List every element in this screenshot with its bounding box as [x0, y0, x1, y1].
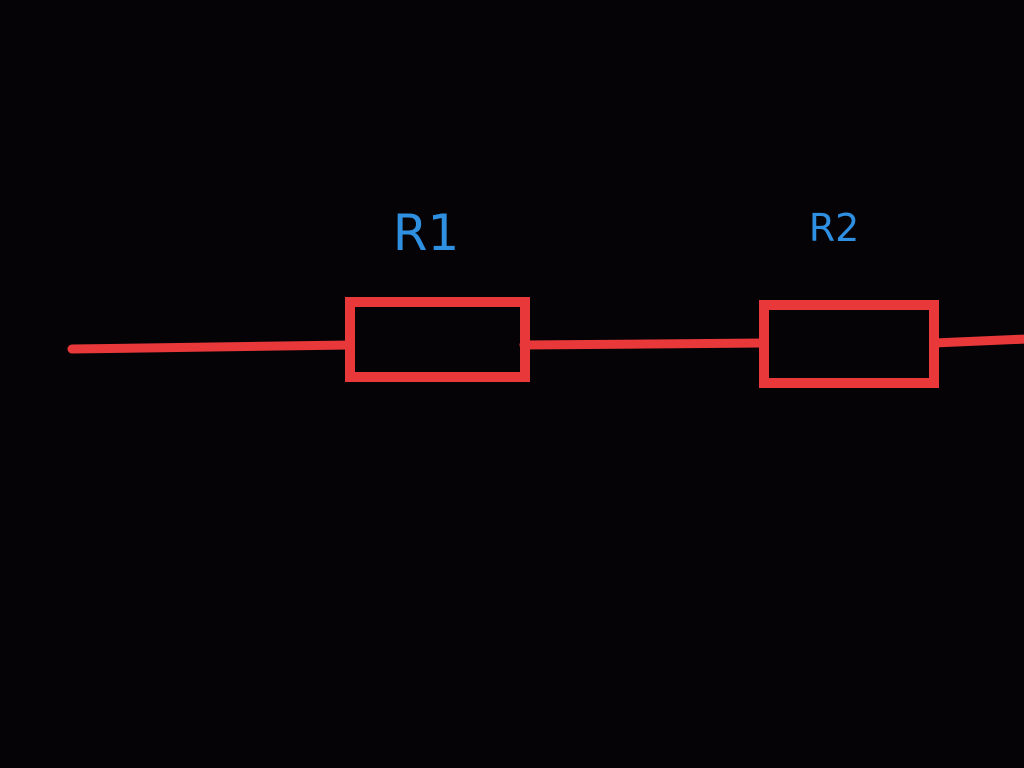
- wire-left: [67, 340, 355, 354]
- resistor-r1-label: R1: [393, 204, 460, 262]
- resistor-r2: [759, 300, 939, 388]
- resistor-r1: [345, 297, 530, 382]
- resistor-r2-label: R2: [809, 206, 860, 250]
- wire-right: [933, 334, 1024, 348]
- wire-middle: [519, 338, 769, 350]
